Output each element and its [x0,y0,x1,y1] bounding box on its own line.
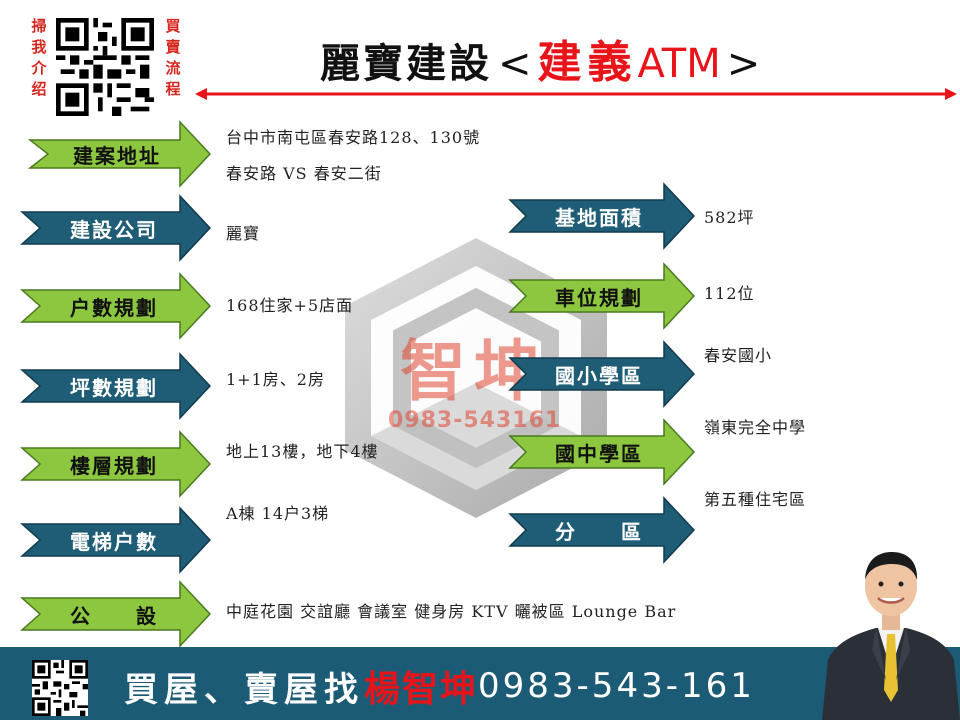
footer-bar [0,647,960,720]
value-parking: 112位 [704,284,755,303]
caption-char: 流 [165,59,181,77]
footer-slogan: 買屋、賣屋找 [124,669,364,710]
value-builder: 麗寶 [226,224,261,243]
arrow-label-zoning: 分 區 [508,496,696,564]
caption-char: 介 [31,59,47,77]
arrow-label-amenities: 公 設 [20,580,212,648]
arrow-label-builder: 建設公司 [20,194,212,262]
label-junior-high: 國中學區 [555,441,643,466]
arrow-label-junior-high: 國中學區 [508,418,696,486]
value-junior-high: 嶺東完全中學 [704,418,807,437]
right-vertical-caption: 買 賣 流 程 [164,16,182,100]
label-size: 坪數規劃 [70,375,158,400]
arrow-label-parking: 車位規劃 [508,262,696,330]
footer-qr-code-icon[interactable] [32,660,88,716]
value-address-line1: 台中市南屯區春安路128、130號 [226,128,481,147]
label-elevators: 電梯户數 [70,529,158,554]
watermark-name: 智坤 [400,332,548,410]
arrow-label-size: 坪數規劃 [20,352,212,420]
footer-agent-name: 楊智坤 [364,668,479,710]
label-builder: 建設公司 [70,217,158,242]
arrow-label-elementary: 國小學區 [508,340,696,408]
caption-char: 我 [31,38,47,56]
caption-char: 掃 [31,17,47,35]
footer-contact: 買屋、賣屋找 楊智坤 0983-543-161 [124,660,755,712]
value-site-area: 582坪 [704,208,755,227]
value-amenities: 中庭花園 交誼廳 會議室 健身房 KTV 曬被區 Lounge Bar [226,602,677,621]
value-address-line2: 春安路 VS 春安二街 [226,164,382,183]
arrow-label-units: 户數規劃 [20,272,212,340]
footer-phone[interactable]: 0983-543-161 [478,666,755,706]
label-parking: 車位規劃 [555,285,643,310]
left-vertical-caption: 掃 我 介 绍 [30,16,48,100]
qr-code-icon[interactable] [56,18,154,116]
label-address: 建案地址 [73,143,161,168]
title-highlight: 建義 [537,37,638,88]
title-company: 麗寶建設 [320,40,492,87]
label-site-area: 基地面積 [555,205,643,230]
arrow-label-elevators: 電梯户數 [20,506,212,574]
arrow-label-site-area: 基地面積 [508,182,696,250]
value-elementary: 春安國小 [704,346,773,365]
value-elevators: A棟 14户3梯 [226,504,330,523]
value-zoning: 第五種住宅區 [704,490,807,509]
label-floors: 樓層規劃 [70,453,158,478]
title-atm: ATM [637,41,721,87]
caption-char: 賣 [165,38,181,56]
page-title: 麗寶建設 < 建義 ATM > [320,26,761,88]
caption-char: 程 [165,80,181,98]
arrow-label-address: 建案地址 [27,120,212,188]
arrow-label-floors: 樓層規劃 [20,430,212,498]
agent-photo-icon [822,552,960,720]
label-units: 户數規劃 [70,295,158,320]
watermark-phone: 0983-543161 [388,408,562,433]
value-units: 168住家+5店面 [226,296,354,315]
title-bracket-open: < [498,41,532,87]
label-amenities: 公 設 [70,603,158,628]
caption-char: 绍 [31,80,47,98]
caption-char: 買 [165,17,181,35]
label-zoning: 分 區 [555,519,643,544]
double-arrow-divider [195,88,957,100]
title-bracket-close: > [726,41,761,87]
value-size: 1+1房、2房 [226,370,325,389]
value-floors: 地上13樓，地下4樓 [226,442,379,461]
label-elementary: 國小學區 [555,363,643,388]
